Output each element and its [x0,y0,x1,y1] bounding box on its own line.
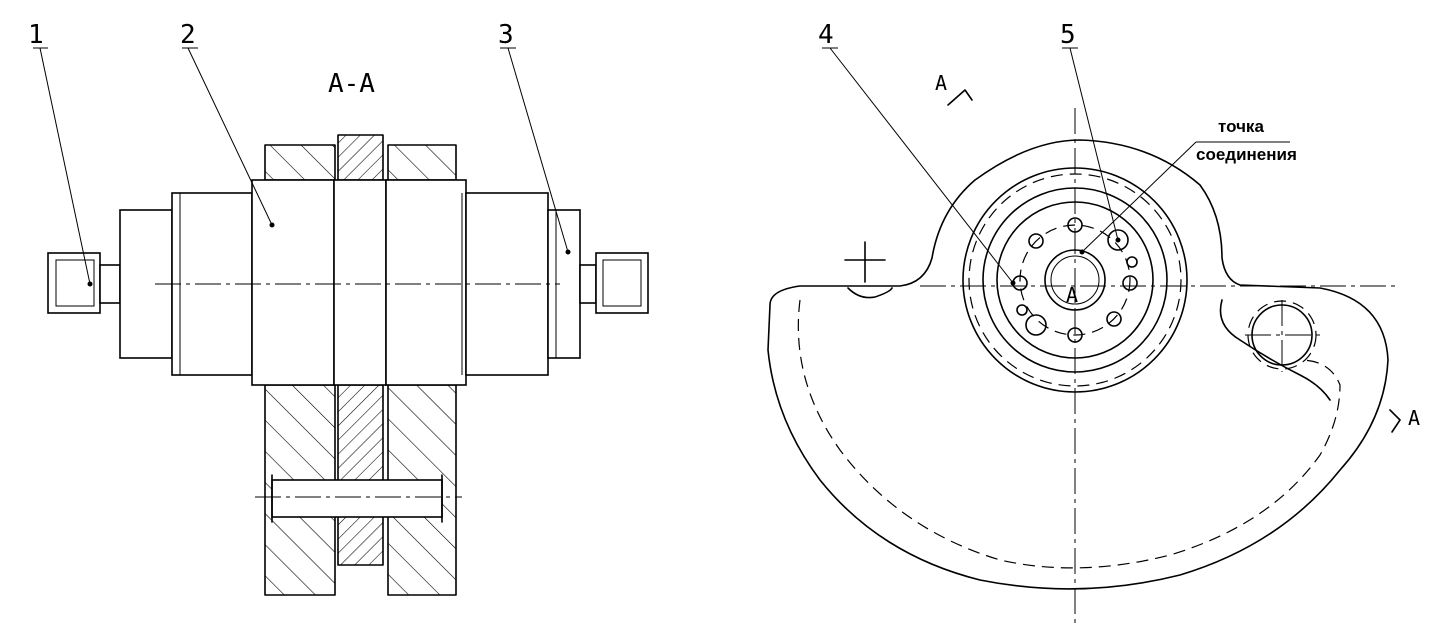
svg-text:2: 2 [180,20,196,50]
svg-text:точка: точка [1218,117,1264,136]
section-view-left: A-A [28,20,649,596]
svg-text:соединения: соединения [1196,145,1297,164]
callout-4: 4 [818,20,1016,286]
callout-2: 2 [180,20,275,228]
pin-hole [1245,300,1320,372]
svg-text:5: 5 [1060,20,1076,50]
lower-blocks [255,384,462,596]
svg-text:4: 4 [818,20,834,50]
callout-5: 5 [1060,20,1121,243]
section-marker-top: A [935,71,973,106]
front-view-right: A A A 4 [767,20,1420,625]
hub-center-label: A [1066,283,1078,307]
shaft-assembly [47,179,649,386]
callout-1: 1 [28,20,93,287]
svg-text:3: 3 [498,20,514,50]
connection-point-note: точка соединения [1079,117,1297,255]
section-marker-right: A [1389,406,1420,433]
sector-body [767,139,1389,590]
callout-3: 3 [498,20,571,255]
upper-blocks [264,134,457,181]
inner-dashed-sector [797,299,1341,569]
svg-text:A: A [1408,406,1420,430]
section-title: A-A [328,69,375,99]
svg-text:1: 1 [28,20,44,50]
svg-text:A: A [935,71,947,95]
